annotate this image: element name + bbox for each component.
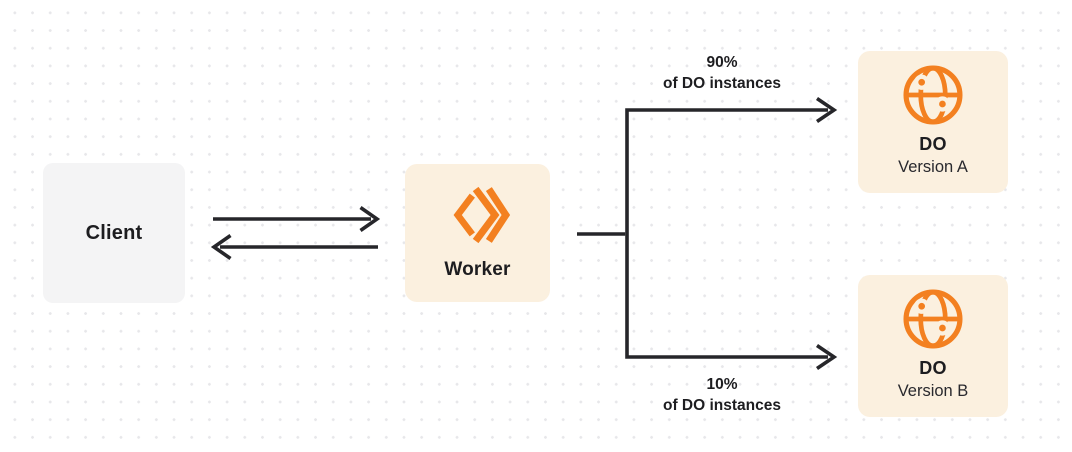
edge-label-percent-a: 90%	[706, 54, 738, 71]
edge-label-caption-b: of DO instances	[663, 397, 781, 414]
do-b-subtitle: Version B	[897, 381, 969, 400]
do-a-subtitle: Version A	[898, 157, 968, 176]
arrowhead-to-version-b	[815, 344, 838, 370]
arrow-client-to-worker	[213, 206, 381, 232]
edge-label-version-b: 10% of DO instances	[622, 374, 822, 416]
edge-label-percent-b: 10%	[706, 376, 738, 393]
branch-trunk-line	[625, 108, 828, 359]
do-b-title: DO	[919, 358, 947, 378]
node-client: Client	[43, 163, 185, 303]
do-a-title: DO	[919, 134, 947, 154]
durable-object-globe-icon	[903, 289, 963, 349]
client-label: Client	[85, 221, 143, 244]
cloudflare-workers-logo-icon	[453, 186, 510, 244]
edge-label-version-a: 90% of DO instances	[622, 52, 822, 94]
node-do-version-b: DO Version B	[858, 275, 1008, 417]
edge-label-caption-a: of DO instances	[663, 75, 781, 92]
arrow-worker-to-client	[210, 234, 378, 260]
durable-object-globe-icon	[903, 65, 963, 125]
arrowhead-to-version-a	[815, 97, 838, 123]
node-worker: Worker	[405, 164, 550, 302]
node-do-version-a: DO Version A	[858, 51, 1008, 193]
worker-label: Worker	[444, 259, 511, 280]
